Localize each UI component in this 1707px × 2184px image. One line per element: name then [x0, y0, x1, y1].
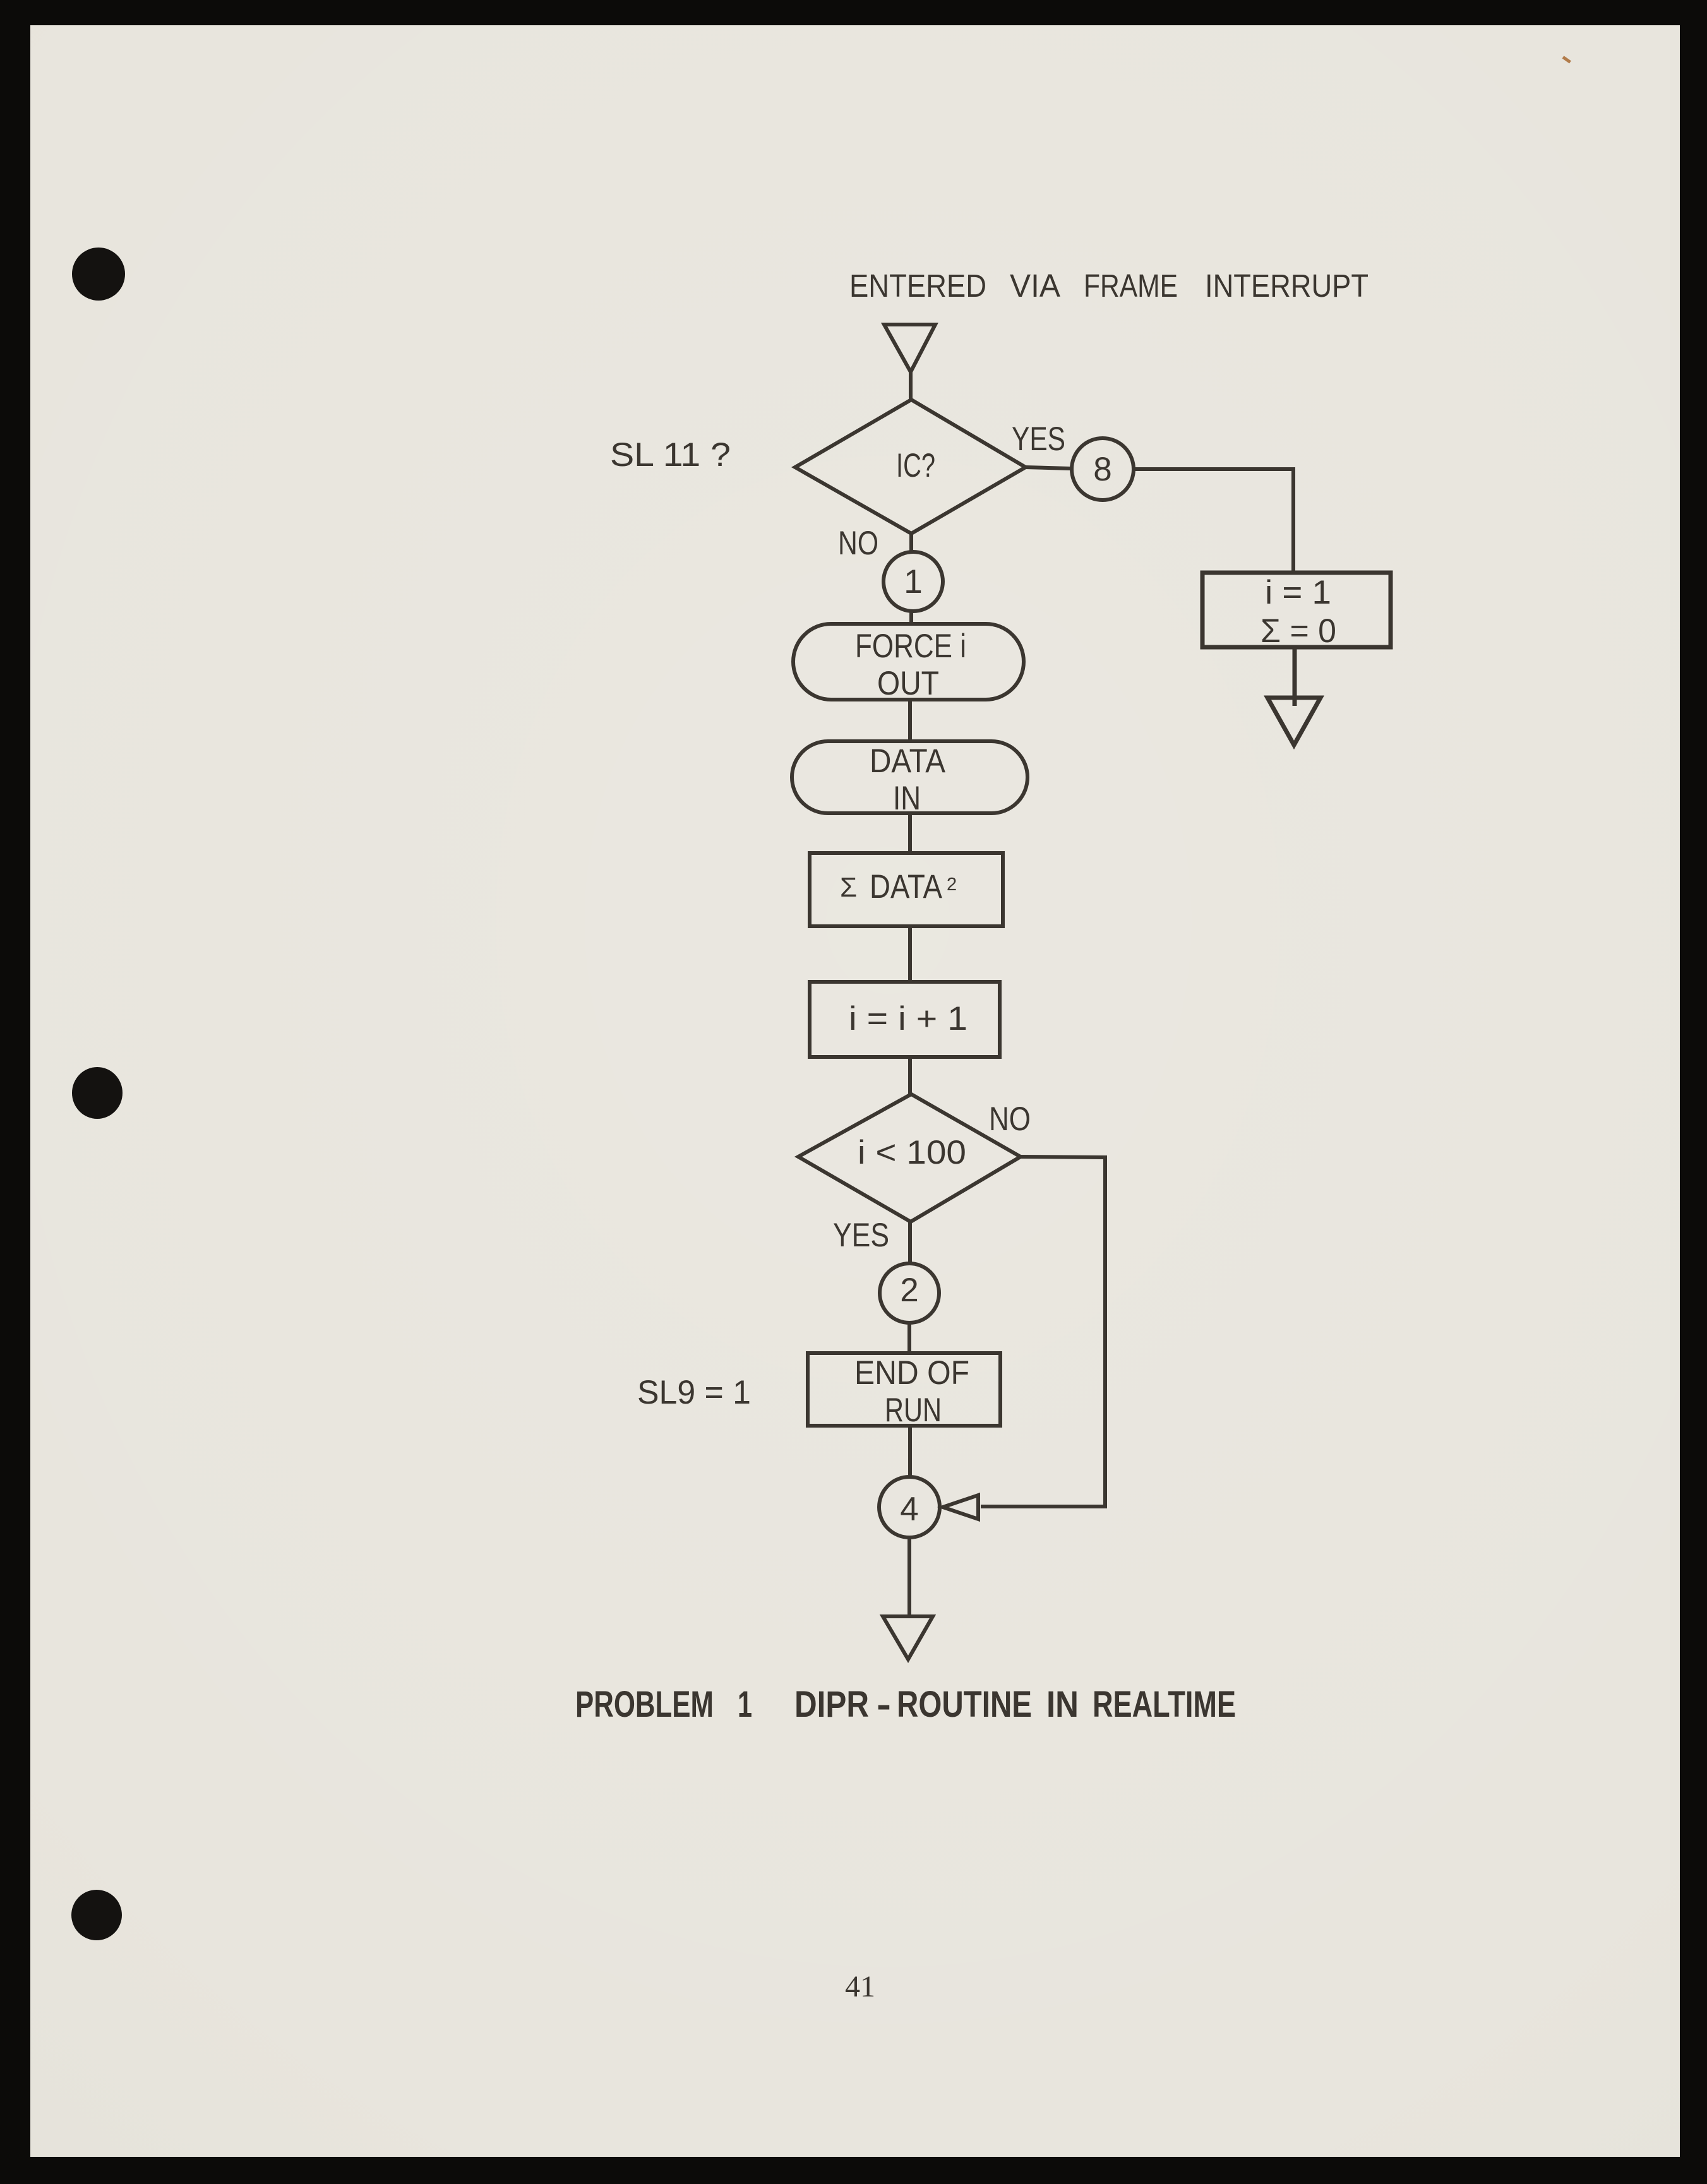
svg-text:DATA: DATA: [870, 743, 946, 780]
svg-text:Σ: Σ: [840, 872, 857, 903]
svg-text:FORCE i: FORCE i: [855, 628, 966, 665]
svg-text:8: 8: [1093, 451, 1111, 488]
svg-text:DIPR: DIPR: [794, 1684, 869, 1725]
svg-text:FRAME: FRAME: [1084, 268, 1178, 304]
svg-text:1: 1: [904, 563, 922, 600]
svg-text:VIA: VIA: [1010, 268, 1060, 304]
svg-text:INTERRUPT: INTERRUPT: [1205, 268, 1369, 304]
svg-text:SL 11 ?: SL 11 ?: [610, 436, 731, 474]
svg-text:2: 2: [900, 1272, 918, 1309]
svg-text:Σ = 0: Σ = 0: [1261, 612, 1336, 650]
svg-text:-: -: [877, 1684, 891, 1725]
svg-text:i < 100: i < 100: [858, 1134, 966, 1171]
svg-text:YES: YES: [833, 1217, 889, 1254]
svg-text:IN: IN: [1046, 1684, 1079, 1725]
svg-text:PROBLEM: PROBLEM: [575, 1684, 714, 1725]
svg-text:SL9 = 1: SL9 = 1: [637, 1374, 751, 1411]
svg-text:REALTIME: REALTIME: [1093, 1684, 1236, 1725]
svg-text:2: 2: [947, 874, 957, 895]
svg-text:ROUTINE: ROUTINE: [897, 1684, 1032, 1725]
svg-text:i = i + 1: i = i + 1: [849, 1000, 967, 1037]
svg-text:IN: IN: [893, 780, 921, 817]
svg-text:NO: NO: [989, 1101, 1031, 1138]
svg-text:RUN: RUN: [885, 1392, 942, 1429]
svg-text:41: 41: [845, 1970, 875, 2003]
svg-text:IC?: IC?: [896, 447, 935, 484]
svg-text:i = 1: i = 1: [1265, 574, 1331, 611]
svg-text:1: 1: [738, 1684, 752, 1725]
svg-text:DATA: DATA: [870, 868, 943, 905]
svg-text:YES: YES: [1012, 421, 1065, 458]
svg-text:ENTERED: ENTERED: [849, 268, 986, 304]
svg-text:NO: NO: [838, 525, 878, 562]
svg-text:4: 4: [900, 1491, 918, 1528]
svg-text:OUT: OUT: [877, 665, 939, 702]
svg-text:END OF: END OF: [854, 1354, 969, 1392]
